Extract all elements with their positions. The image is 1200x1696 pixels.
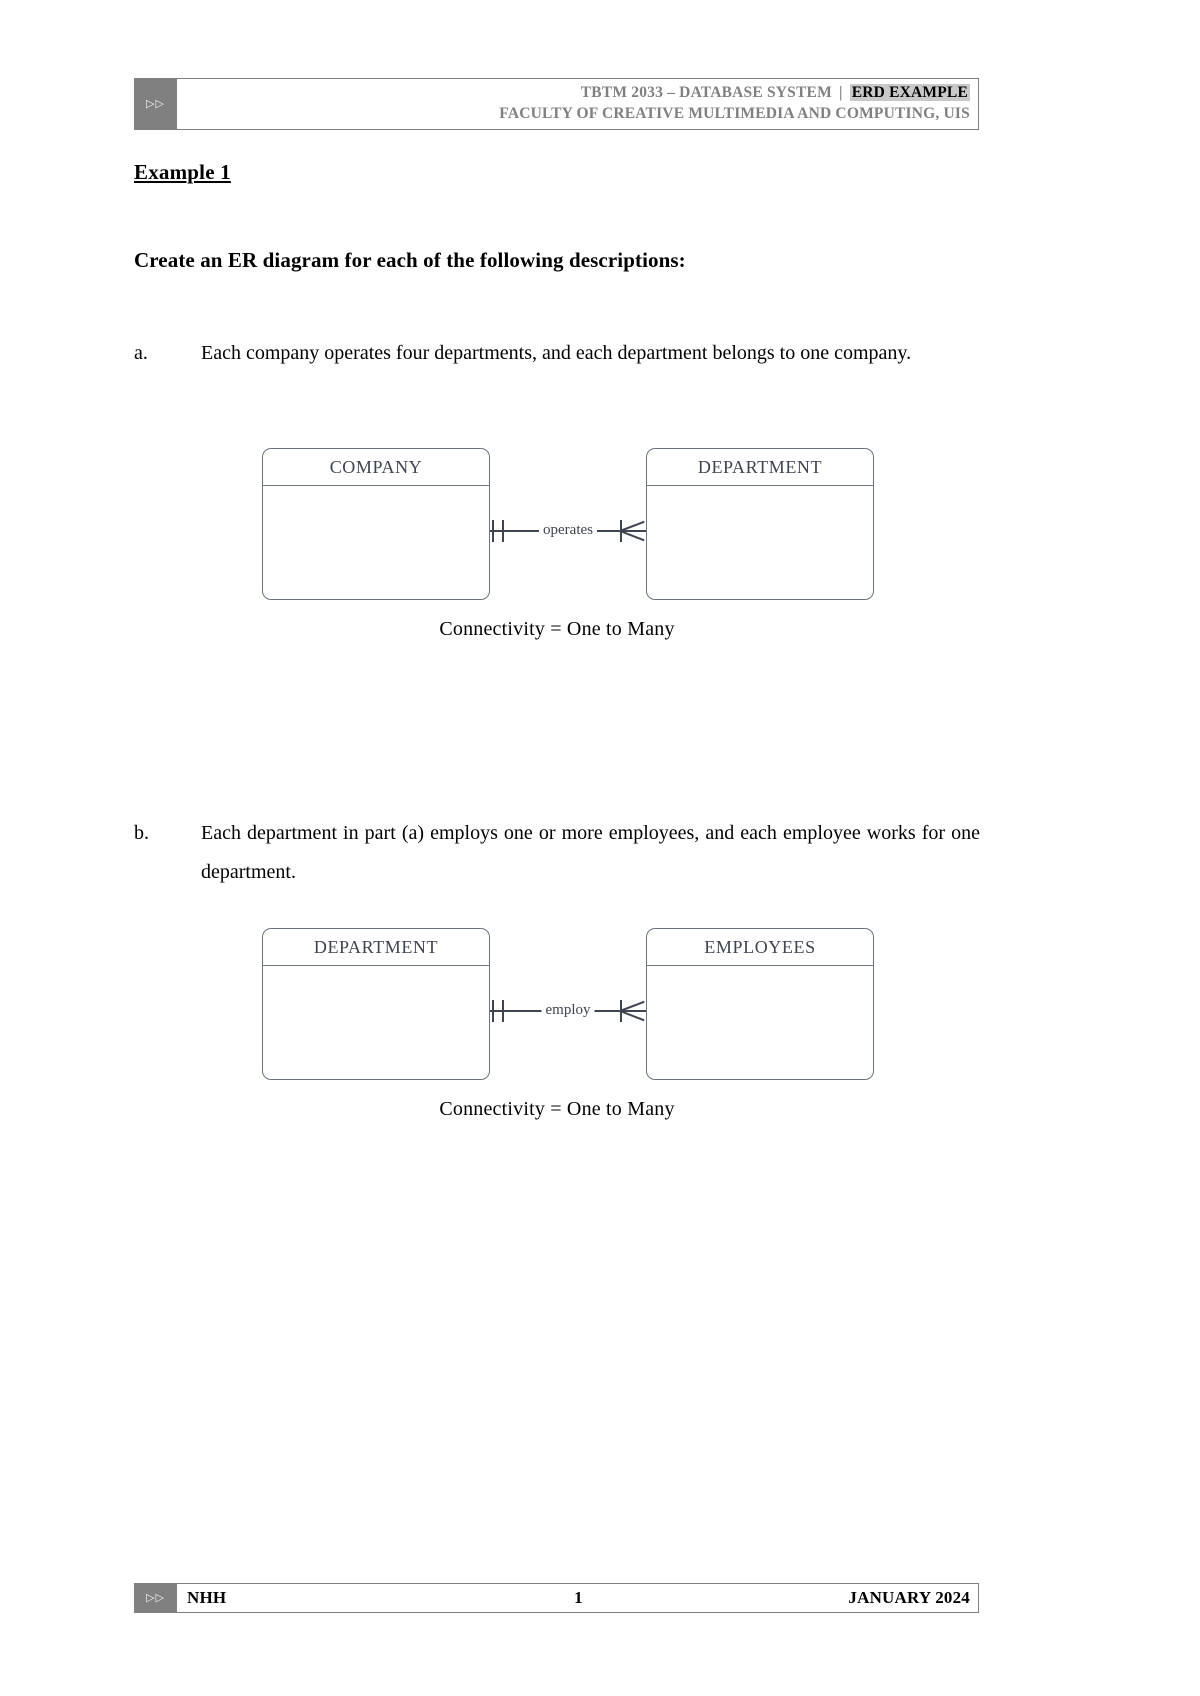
footer-badge: ▷▷ bbox=[134, 1583, 177, 1613]
header-course-line: TBTM 2033 – DATABASE SYSTEM | ERD EXAMPL… bbox=[581, 83, 970, 104]
list-item-label: b. bbox=[134, 822, 149, 844]
relationship-connector: operates bbox=[490, 516, 646, 546]
list-item-label: a. bbox=[134, 342, 148, 364]
entity-attribute-area bbox=[647, 966, 873, 1079]
entity-box-right: DEPARTMENT bbox=[646, 448, 874, 600]
relationship-label: operates bbox=[539, 516, 597, 544]
er-diagram-company-department: COMPANY operates DEPARTMENT Conne bbox=[134, 440, 980, 670]
footer-text-block: NHH 1 JANUARY 2024 bbox=[177, 1583, 979, 1613]
double-chevron-icon: ▷▷ bbox=[146, 1591, 165, 1604]
er-diagram-department-employees: DEPARTMENT employ EMPLOYEES Conne bbox=[134, 920, 980, 1150]
entity-title: COMPANY bbox=[263, 449, 489, 486]
crows-foot-prong-lower bbox=[619, 530, 645, 541]
footer-page-number: 1 bbox=[574, 1588, 583, 1607]
diagram-caption: Connectivity = One to Many bbox=[439, 618, 675, 640]
list-item-text: Each company operates four departments, … bbox=[201, 342, 912, 364]
entity-box-left: DEPARTMENT bbox=[262, 928, 490, 1080]
list-item-text: Each department in part (a) employs one … bbox=[201, 822, 980, 883]
cardinality-one-bar-inner bbox=[502, 520, 504, 542]
cardinality-one-bar-inner bbox=[502, 1000, 504, 1022]
entity-attribute-area bbox=[647, 486, 873, 599]
er-diagram-canvas: DEPARTMENT employ EMPLOYEES Conne bbox=[134, 920, 980, 1120]
entity-attribute-area bbox=[263, 486, 489, 599]
entity-title: DEPARTMENT bbox=[263, 929, 489, 966]
header-course-code: TBTM 2033 – DATABASE SYSTEM bbox=[580, 84, 832, 102]
page-header: ▷▷ TBTM 2033 – DATABASE SYSTEM | ERD EXA… bbox=[134, 78, 979, 130]
crows-foot-prong-middle bbox=[620, 530, 646, 532]
crows-foot-prong-lower bbox=[619, 1010, 645, 1021]
entity-box-left: COMPANY bbox=[262, 448, 490, 600]
instruction-text: Create an ER diagram for each of the fol… bbox=[134, 248, 686, 272]
double-chevron-icon: ▷▷ bbox=[146, 97, 165, 110]
relationship-label: employ bbox=[541, 996, 595, 1024]
header-text-block: TBTM 2033 – DATABASE SYSTEM | ERD EXAMPL… bbox=[177, 78, 979, 130]
header-faculty-line: FACULTY OF CREATIVE MULTIMEDIA AND COMPU… bbox=[499, 105, 970, 122]
example-heading: Example 1 bbox=[134, 160, 231, 184]
footer-author: NHH bbox=[187, 1588, 227, 1607]
footer-date: JANUARY 2024 bbox=[848, 1588, 970, 1607]
header-topic-highlight: ERD EXAMPLE bbox=[849, 84, 970, 102]
cardinality-one-bar-outer bbox=[492, 520, 494, 542]
header-separator: | bbox=[838, 84, 843, 102]
cardinality-one-bar-outer bbox=[492, 1000, 494, 1022]
relationship-connector: employ bbox=[490, 996, 646, 1026]
crows-foot-prong-middle bbox=[620, 1010, 646, 1012]
diagram-caption: Connectivity = One to Many bbox=[439, 1098, 675, 1120]
list-item: b. Each department in part (a) employs o… bbox=[134, 814, 980, 892]
er-diagram-canvas: COMPANY operates DEPARTMENT Conne bbox=[134, 440, 980, 640]
list-item: a. Each company operates four department… bbox=[134, 334, 980, 373]
header-badge: ▷▷ bbox=[134, 78, 177, 130]
entity-box-right: EMPLOYEES bbox=[646, 928, 874, 1080]
cardinality-crows-foot bbox=[619, 996, 646, 1026]
entity-attribute-area bbox=[263, 966, 489, 1079]
entity-title: EMPLOYEES bbox=[647, 929, 873, 966]
entity-title: DEPARTMENT bbox=[647, 449, 873, 486]
cardinality-crows-foot bbox=[619, 516, 646, 546]
page-footer: ▷▷ NHH 1 JANUARY 2024 bbox=[134, 1583, 979, 1613]
